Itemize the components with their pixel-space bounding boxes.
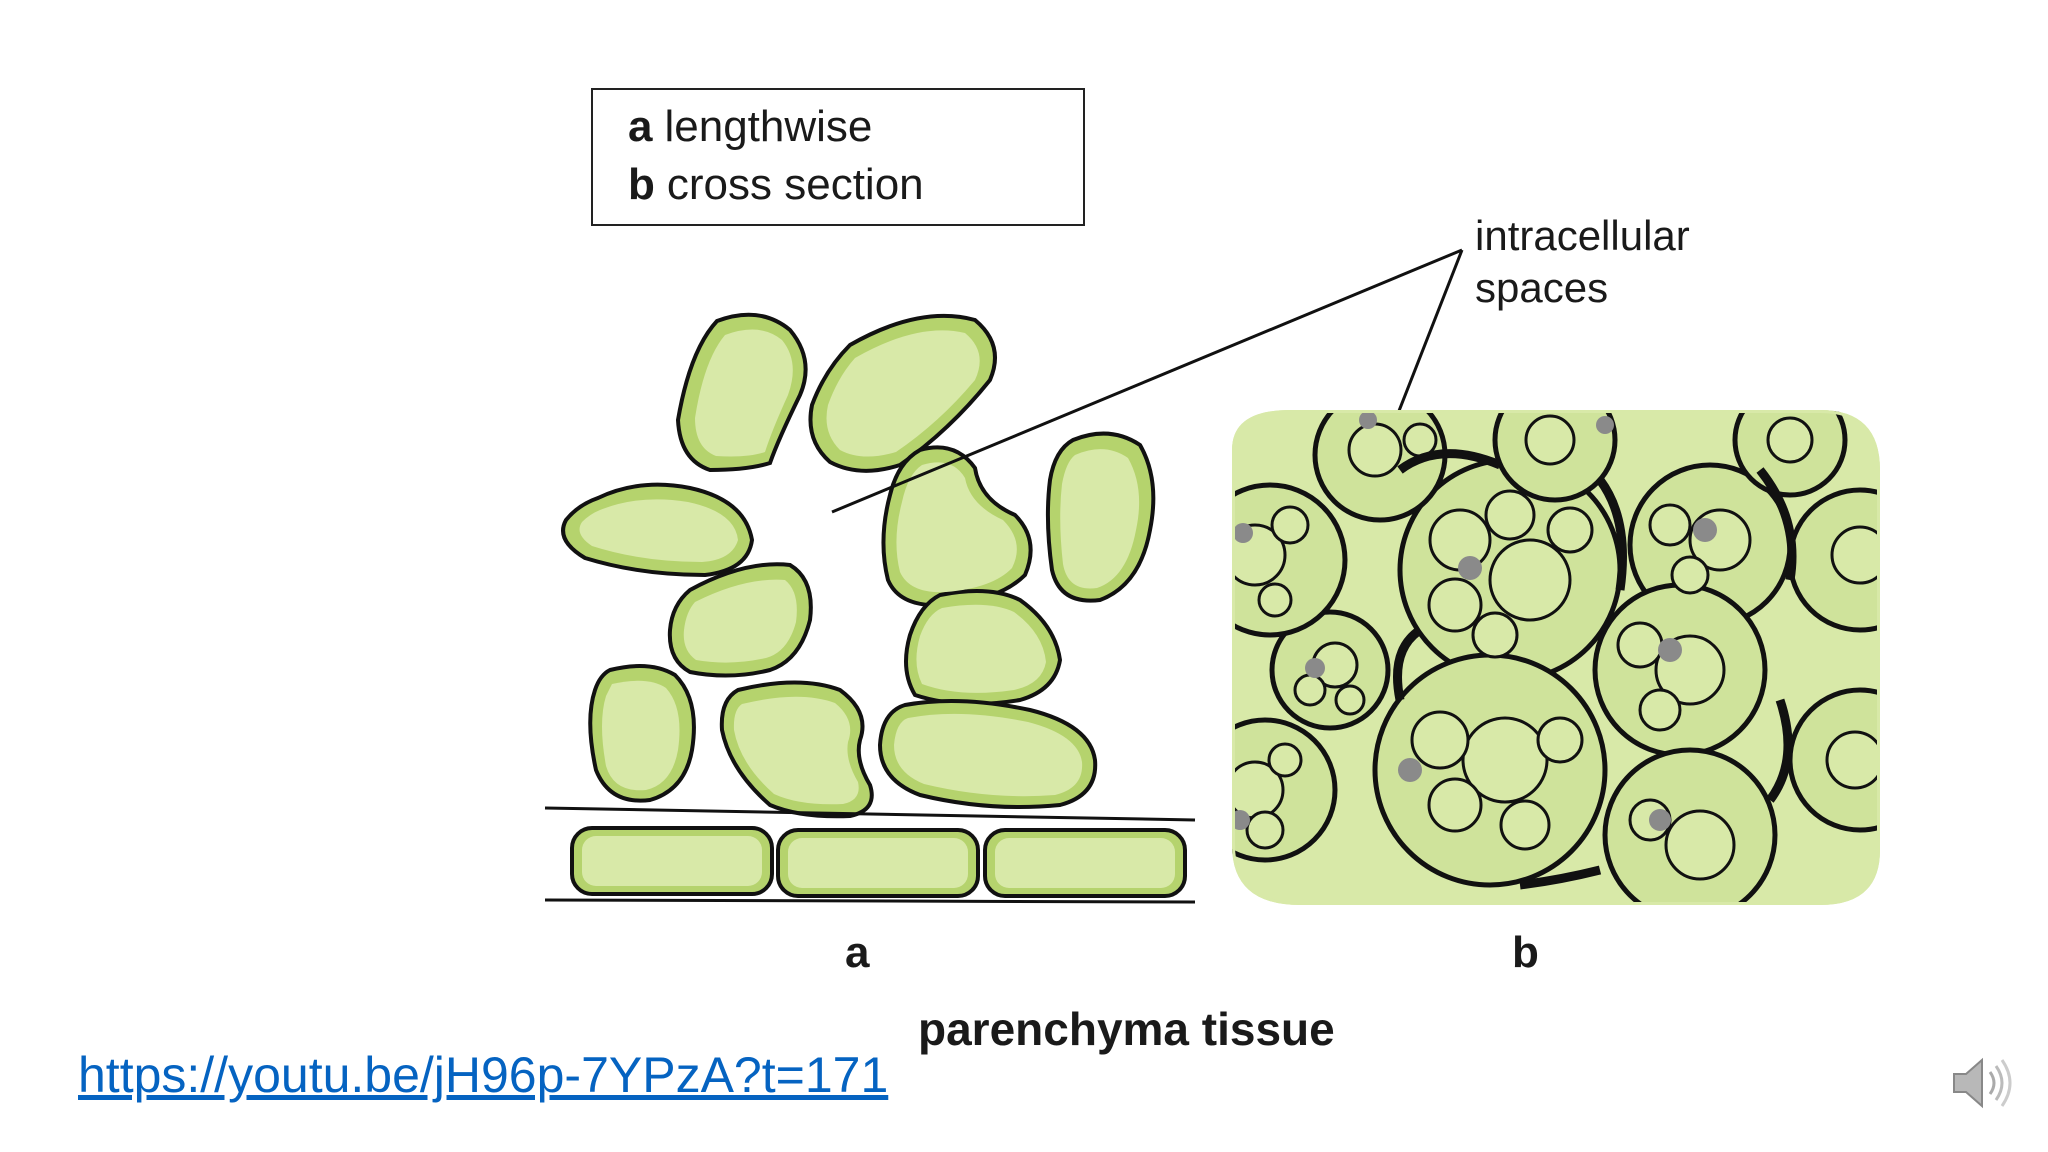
panel-a-bottom-row xyxy=(544,806,1196,904)
legend-text-a: lengthwise xyxy=(664,102,873,151)
speaker-icon[interactable] xyxy=(1946,1048,2016,1118)
legend-key-b: b xyxy=(628,160,655,209)
callout-label-line2: spaces xyxy=(1475,264,1609,311)
panel-b-label: b xyxy=(1512,928,1539,977)
caption: parenchyma tissue xyxy=(918,1003,1335,1055)
panel-b-cross-section xyxy=(1232,410,1880,905)
youtube-link[interactable]: https://youtu.be/jH96p-7YPzA?t=171 xyxy=(78,1047,889,1103)
granules xyxy=(1232,411,1717,831)
legend-key-a: a xyxy=(628,102,653,151)
panel-a-cell-highlights xyxy=(579,329,1140,805)
panel-a-label: a xyxy=(845,928,870,977)
callout-label: intracellular spaces xyxy=(1475,210,1690,314)
callout-label-line1: intracellular xyxy=(1475,212,1690,259)
legend-text-b: cross section xyxy=(666,160,924,209)
